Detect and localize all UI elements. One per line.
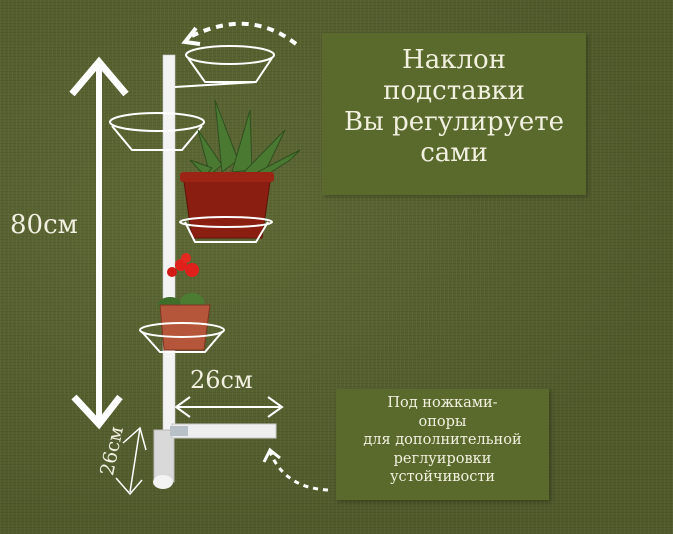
tilt-info-line: подставки [383, 76, 525, 106]
note-line: для дополнительной [363, 432, 522, 448]
tilt-info-line: Вы регулируете [344, 107, 564, 137]
tilt-info-line: Наклон [402, 45, 506, 75]
stability-note-panel: Под ножками- опоры для дополнительной ре… [336, 389, 549, 500]
tilt-info-line: сами [420, 138, 488, 168]
snake-plant [189, 99, 301, 179]
note-line: устойчивости [389, 469, 496, 485]
note-line: опоры [418, 413, 467, 430]
tilt-arrow-icon [191, 21, 298, 46]
note-line: Под ножками- [387, 395, 498, 411]
height-dimension-label: 80см [10, 210, 78, 240]
leg-length-dimension-label: 26см [190, 366, 253, 394]
note-line: реглуировки [393, 450, 492, 467]
tilt-info-panel: Наклон подставки Вы регулируете сами [322, 33, 586, 195]
